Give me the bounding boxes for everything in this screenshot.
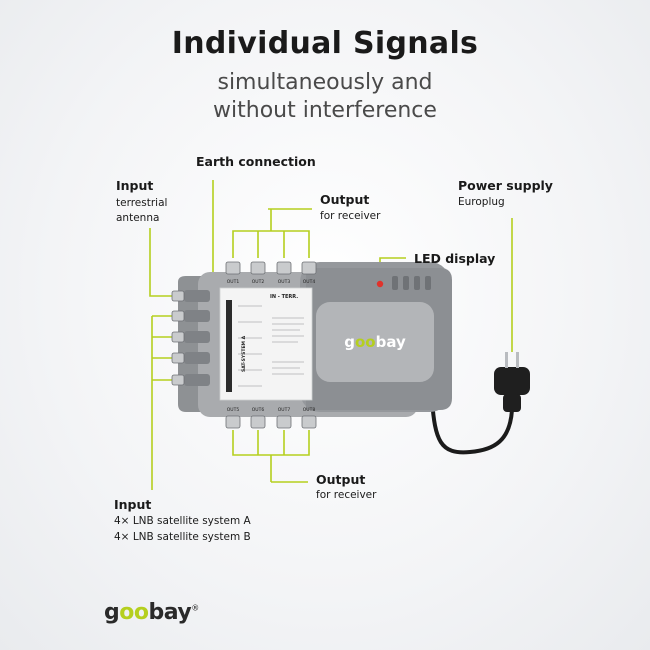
page-subtitle-line1: simultaneously and [217, 70, 433, 95]
port-out5-label: OUT5 [227, 407, 240, 413]
europlug-icon [494, 352, 530, 412]
input-terrestrial-title: Input [116, 178, 154, 193]
earth-connection-label: Earth connection [196, 154, 316, 169]
device-brand-logo: goobay [344, 333, 406, 351]
output-bottom-title: Output [316, 472, 366, 487]
input-satellite-title: Input [114, 497, 152, 512]
led-display-label: LED display [414, 251, 496, 266]
port-out8-label: OUT8 [303, 407, 316, 413]
input-terrestrial-line2: antenna [116, 212, 160, 224]
output-bottom-callout-line [232, 430, 310, 456]
sat-system-label: SAT-SYSTEM A [241, 335, 247, 372]
port-out3-label: OUT3 [278, 279, 291, 285]
input-satellite-line2: 4× LNB satellite system B [114, 531, 251, 543]
port-out7-label: OUT7 [278, 407, 291, 413]
input-satellite-line1: 4× LNB satellite system A [114, 515, 251, 527]
output-top-line1: for receiver [320, 210, 381, 222]
power-supply-line1: Europlug [458, 196, 505, 208]
multiswitch-device [171, 261, 452, 429]
footer-brand-logo: goobay® [104, 600, 199, 625]
output-bottom-line1: for receiver [316, 489, 377, 501]
page-title: Individual Signals [171, 26, 479, 61]
terr-input-label: IN - TERR. [270, 294, 298, 300]
led-indicator-icon [376, 280, 384, 288]
power-supply-title: Power supply [458, 178, 553, 193]
port-out6-label: OUT6 [252, 407, 265, 413]
page-subtitle-line2: without interference [213, 98, 437, 123]
terrestrial-callout-line [149, 228, 176, 297]
input-terrestrial-line1: terrestrial [116, 197, 168, 209]
power-cable [430, 399, 514, 455]
port-out1-label: OUT1 [227, 279, 240, 285]
output-top-title: Output [320, 192, 370, 207]
port-out2-label: OUT2 [252, 279, 265, 285]
port-out4-label: OUT4 [303, 279, 316, 285]
